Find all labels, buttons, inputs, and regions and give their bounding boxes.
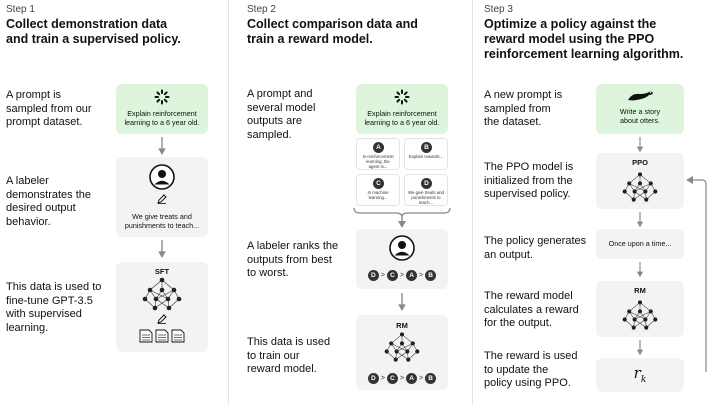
rm-model-label: RM (634, 286, 646, 295)
step-3-rm-box: RM (596, 281, 684, 337)
otter-icon (628, 91, 653, 101)
step-3-output-text: Once upon a time... (608, 239, 672, 248)
person-icon (149, 164, 175, 190)
arrow-icon (636, 137, 644, 153)
step-2-label: Step 2 (247, 4, 276, 15)
step-2-ranking-box: D> C> A> B (356, 229, 448, 289)
column-divider-1 (228, 0, 229, 404)
step-3-ppo-box: PPO (596, 153, 684, 209)
pencil-icon (157, 194, 167, 204)
bracket-arrow-icon (353, 207, 451, 228)
reward-symbol: rk (633, 364, 647, 385)
ppo-model-label: PPO (632, 158, 648, 167)
column-divider-2 (472, 0, 473, 404)
step-1-sft-box: SFT (116, 262, 208, 352)
sft-model-label: SFT (154, 267, 170, 276)
person-icon (389, 235, 415, 261)
step-3-label: Step 3 (484, 4, 513, 15)
arrow-icon (636, 262, 644, 278)
pencil-icon (157, 314, 167, 324)
rm-ranking-order: D> C> A> B (356, 373, 448, 384)
step-2-rm-box: RM D> C> A> B (356, 315, 448, 390)
step-3-output-box: Once upon a time... (596, 229, 684, 259)
spinner-icon (394, 89, 410, 105)
spinner-icon (154, 89, 170, 105)
arrow-icon (636, 340, 644, 356)
documents-icon (139, 329, 185, 343)
arrow-icon (398, 293, 406, 312)
neural-network-icon (622, 172, 658, 202)
arrow-icon (636, 212, 644, 228)
arrow-icon (158, 137, 166, 156)
neural-network-icon (142, 277, 182, 311)
arrow-icon (158, 240, 166, 259)
neural-network-icon (622, 300, 658, 330)
step-3-reward-box: rk (596, 358, 684, 392)
rm-model-label: RM (396, 321, 408, 330)
step-1-label: Step 1 (6, 4, 35, 15)
neural-network-icon (384, 332, 420, 362)
output-card-b: B Explain rewards... (404, 138, 448, 170)
ranking-order: D> C> A> B (356, 270, 448, 281)
feedback-loop-arrow (686, 176, 707, 372)
